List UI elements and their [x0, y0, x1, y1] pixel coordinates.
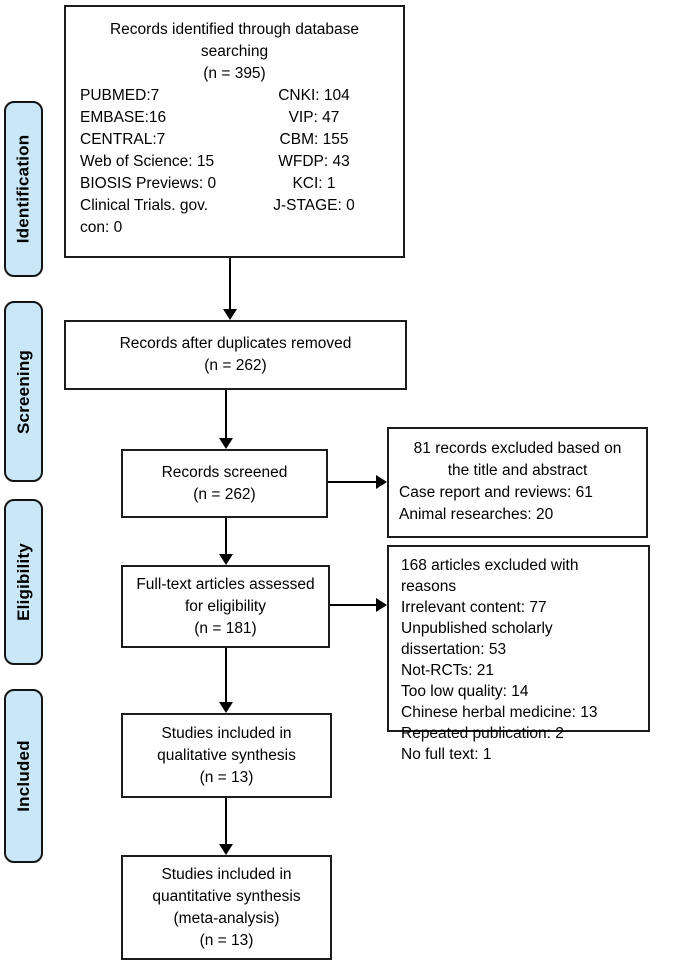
arrow-down-icon: [219, 702, 233, 713]
exclusion-reason: Repeated publication: 2: [401, 725, 564, 742]
arrow-qualitative-to-quantitative: [219, 798, 233, 855]
arrow-fulltext-to-qualitative: [219, 648, 233, 713]
box-title-line: Studies included in: [161, 724, 292, 742]
box-count-line: (n = 181): [194, 619, 257, 637]
box-title-line: qualitative synthesis: [157, 746, 296, 764]
box-quantitative-synthesis: Studies included in quantitative synthes…: [121, 855, 332, 960]
box-title-line: Studies included in: [161, 865, 292, 883]
arrow-down-icon: [219, 554, 233, 565]
box-title-line: Records screened: [161, 463, 288, 481]
exclusion-reason: Too low quality: 14: [401, 683, 529, 700]
box-title-line: for eligibility: [185, 597, 266, 615]
box-fulltext-assessed: Full-text articles assessed for eligibil…: [121, 565, 330, 648]
arrow-line: [330, 604, 378, 606]
box-count-line: (n = 13): [199, 768, 254, 786]
stage-label-identification: Identification: [4, 101, 43, 277]
box-title-line: the title and abstract: [447, 462, 588, 479]
source-left: BIOSIS Previews: 0: [80, 175, 217, 192]
source-left: Clinical Trials. gov. con: 0: [80, 197, 209, 236]
source-left: CENTRAL:7: [80, 131, 166, 148]
arrow-line: [225, 798, 227, 846]
arrow-screened-to-fulltext: [219, 518, 233, 565]
stage-label-screening: Screening: [4, 301, 43, 482]
arrow-down-icon: [219, 438, 233, 449]
box-records-screened: Records screened (n = 262): [121, 449, 328, 518]
source-row: Clinical Trials. gov. con: 0 J-STAGE: 0: [80, 195, 389, 239]
source-row: Web of Science: 15 WFDP: 43: [80, 151, 389, 173]
source-left: PUBMED:7: [80, 87, 160, 104]
stage-label-text: Screening: [13, 349, 33, 434]
arrow-right-icon: [376, 598, 387, 612]
source-right: VIP: 47: [288, 109, 340, 126]
box-qualitative-synthesis: Studies included in qualitative synthesi…: [121, 713, 332, 798]
source-row: CENTRAL:7 CBM: 155: [80, 129, 389, 151]
box-title-line: Records after duplicates removed: [119, 335, 352, 352]
stage-label-eligibility: Eligibility: [4, 499, 43, 665]
box-count-line: (n = 262): [193, 485, 256, 503]
box-title-line: Full-text articles assessed: [136, 575, 315, 593]
arrow-line: [225, 648, 227, 704]
arrow-screened-to-excluded: [328, 475, 387, 489]
box-title-line: quantitative synthesis: [152, 887, 301, 905]
box-title-line: searching: [200, 43, 269, 60]
exclusion-reason: Irrelevant content: 77: [401, 599, 547, 616]
exclusion-reason: Animal researches: 20: [399, 506, 554, 523]
exclusion-reason: Chinese herbal medicine: 13: [401, 704, 598, 721]
source-row: PUBMED:7 CNKI: 104: [80, 85, 389, 107]
arrow-line: [225, 390, 227, 440]
source-right: WFDP: 43: [278, 153, 350, 170]
box-title-line: Records identified through database: [109, 21, 360, 38]
box-title-line: 168 articles excluded with reasons: [401, 557, 579, 595]
arrow-identified-to-duplicates: [223, 258, 237, 320]
source-left: EMBASE:16: [80, 109, 167, 126]
box-excluded-with-reasons: 168 articles excluded with reasons Irrel…: [387, 545, 650, 763]
arrow-right-icon: [376, 475, 387, 489]
arrow-line: [328, 481, 378, 483]
exclusion-reason: Unpublished scholarly dissertation: 53: [401, 620, 553, 658]
source-right: KCI: 1: [292, 175, 336, 192]
source-right: CNKI: 104: [278, 87, 350, 104]
exclusion-reason: No full text: 1: [401, 746, 492, 763]
arrow-down-icon: [219, 844, 233, 855]
source-right: J-STAGE: 0: [273, 197, 355, 214]
exclusion-reason: Not-RCTs: 21: [401, 662, 495, 679]
box-duplicates-removed: Records after duplicates removed (n = 26…: [64, 320, 407, 390]
box-title-line: 81 records excluded based on: [413, 440, 622, 457]
source-right: CBM: 155: [279, 131, 349, 148]
arrow-duplicates-to-screened: [219, 390, 233, 449]
box-records-identified: Records identified through database sear…: [64, 5, 405, 258]
arrow-line: [225, 518, 227, 556]
source-left: Web of Science: 15: [80, 153, 215, 170]
source-row: EMBASE:16 VIP: 47: [80, 107, 389, 129]
box-count-line: (n = 395): [203, 65, 266, 82]
arrow-down-icon: [223, 309, 237, 320]
arrow-line: [229, 258, 231, 311]
arrow-fulltext-to-excluded: [330, 598, 387, 612]
stage-label-text: Included: [13, 740, 33, 812]
source-row: BIOSIS Previews: 0 KCI: 1: [80, 173, 389, 195]
exclusion-reason: Case report and reviews: 61: [399, 484, 593, 501]
stage-label-text: Eligibility: [13, 543, 33, 621]
box-excluded-title-abstract: 81 records excluded based on the title a…: [387, 427, 648, 538]
box-count-line: (n = 262): [204, 357, 267, 374]
box-count-line: (n = 13): [199, 931, 254, 949]
stage-label-text: Identification: [13, 134, 33, 244]
box-title-line: (meta-analysis): [173, 909, 280, 927]
stage-label-included: Included: [4, 689, 43, 863]
